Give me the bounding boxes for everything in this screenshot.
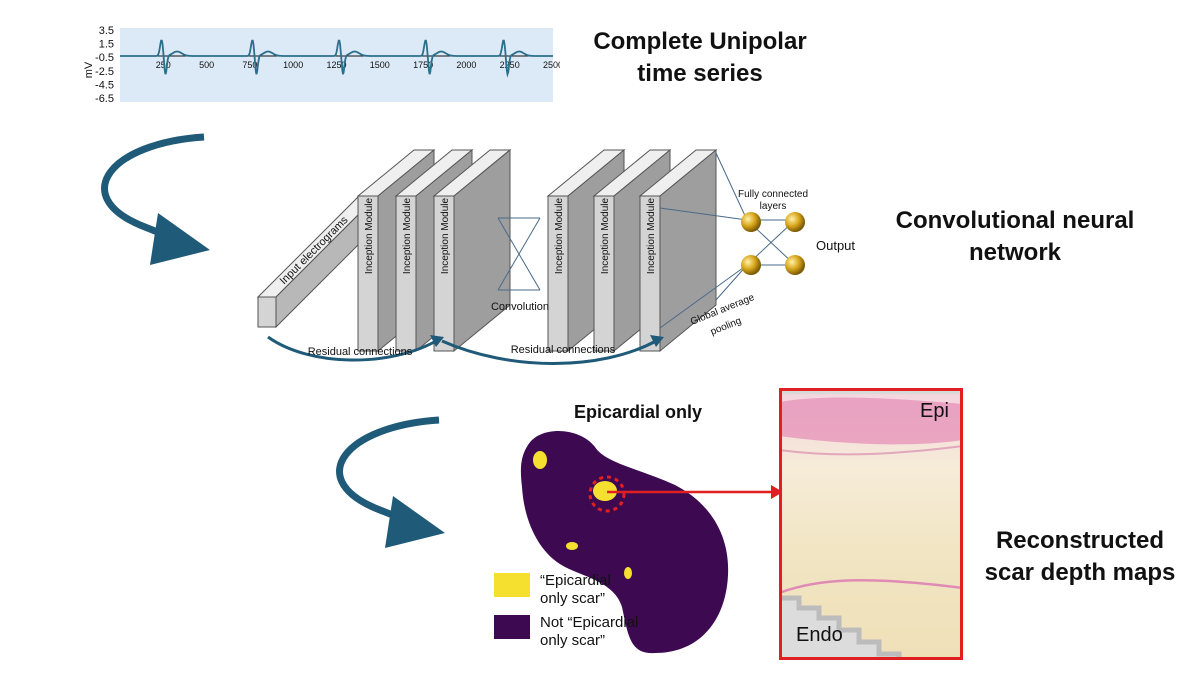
x-tick-label: 2500	[543, 60, 560, 70]
scar-patch-2	[593, 481, 617, 501]
y-tick-labels: 3.5 1.5-0.5 -2.5-4.5 -6.5	[95, 25, 114, 104]
highlight-circle	[588, 475, 626, 513]
legend-label-epicardial: “Epicardial only scar”	[540, 572, 611, 608]
legend-swatch-epicardial	[494, 573, 530, 597]
fc-label-line2: layers	[760, 201, 787, 212]
scar-patch-4	[624, 567, 632, 579]
curved-arrow-2	[336, 416, 445, 548]
y-tick-label: 3.5	[99, 25, 114, 37]
heart-surface	[520, 430, 729, 654]
curved-arrow-1	[101, 133, 210, 265]
y-tick-label: -0.5	[95, 52, 114, 64]
residual-connection-1: Residual connections	[267, 335, 444, 362]
x-tick-label: 1250	[326, 60, 346, 70]
inception-module-3: Inception Module	[432, 148, 512, 353]
legend-swatch-not-epicardial	[494, 615, 530, 639]
residual-connection-2: Residual connections	[441, 335, 664, 365]
cnn-heading-line1: Convolutional neural	[895, 207, 1135, 234]
scar-heading-line2: scar depth maps	[984, 559, 1176, 586]
scar-patch-1	[533, 451, 547, 469]
epi-pink-layer	[779, 397, 963, 445]
timeseries-heading: Complete Unipolar time series	[570, 26, 830, 90]
unipolar-timeseries-plot: mV 3.5 1.5-0.5 -2.5-4.5 -6.5 250 500 750 1000 1…	[83, 25, 560, 104]
legend-label-not-epicardial: Not “Epicardial only scar”	[540, 614, 638, 650]
scar-heading-line1: Reconstructed	[995, 527, 1165, 554]
output-label: Output	[816, 238, 855, 253]
inception-module-label: Inception Module	[646, 197, 657, 274]
scar-heading: Reconstructed scar depth maps	[970, 525, 1190, 589]
timeseries-heading-line2: time series	[637, 60, 763, 87]
legend-epicardial-line2: only scar”	[540, 590, 606, 607]
inception-module-label: Inception Module	[440, 197, 451, 274]
scar-patch-3	[566, 542, 578, 550]
legend-not-epicardial-line1: Not “Epicardial	[540, 614, 639, 631]
histology-panel	[779, 388, 963, 660]
residual-label-1: Residual connections	[308, 346, 413, 358]
inception-module-label: Inception Module	[364, 197, 375, 274]
y-axis-label: mV	[83, 61, 95, 78]
x-tick-label: 500	[199, 60, 214, 70]
x-tick-label: 250	[156, 60, 171, 70]
x-tick-label: 750	[242, 60, 257, 70]
pointer-arrow	[607, 485, 783, 499]
timeseries-heading-line1: Complete Unipolar	[593, 28, 807, 55]
heart-scar-map	[520, 430, 729, 654]
inception-module-label: Inception Module	[600, 197, 611, 274]
histology-endo-label: Endo	[796, 624, 843, 646]
legend-not-epicardial-line2: only scar”	[540, 632, 606, 649]
inception-module-label: Inception Module	[554, 197, 565, 274]
fc-node-4	[785, 255, 805, 275]
histology-epi-label: Epi	[920, 400, 949, 422]
inception-module-6: Inception Module	[638, 148, 718, 353]
cnn-heading: Convolutional neural network	[870, 205, 1160, 269]
inception-modules: Inception Module Inception Module Inceptio…	[356, 148, 718, 353]
y-tick-label: -6.5	[95, 93, 114, 104]
fc-node-2	[785, 212, 805, 232]
plot-background	[120, 28, 553, 102]
fc-node-1	[741, 212, 761, 232]
cnn-heading-line2: network	[968, 239, 1061, 266]
x-tick-label: 1750	[413, 60, 433, 70]
residual-label-2: Residual connections	[511, 344, 616, 356]
fc-node-3	[741, 255, 761, 275]
y-tick-label: -4.5	[95, 79, 114, 91]
convolution-label: Convolution	[491, 301, 549, 313]
x-tick-label: 2000	[456, 60, 476, 70]
y-tick-label: 1.5	[99, 39, 114, 51]
fc-label-line1: Fully connected	[738, 189, 808, 200]
inception-module-label: Inception Module	[402, 197, 413, 274]
y-tick-label: -2.5	[95, 66, 114, 78]
x-tick-label: 1000	[283, 60, 303, 70]
x-tick-label: 1500	[370, 60, 390, 70]
unipolar-trace	[120, 39, 553, 78]
scar-map-title: Epicardial only	[573, 402, 703, 422]
legend-epicardial-line1: “Epicardial	[540, 572, 611, 589]
convolution-symbol: Convolution	[491, 217, 549, 313]
